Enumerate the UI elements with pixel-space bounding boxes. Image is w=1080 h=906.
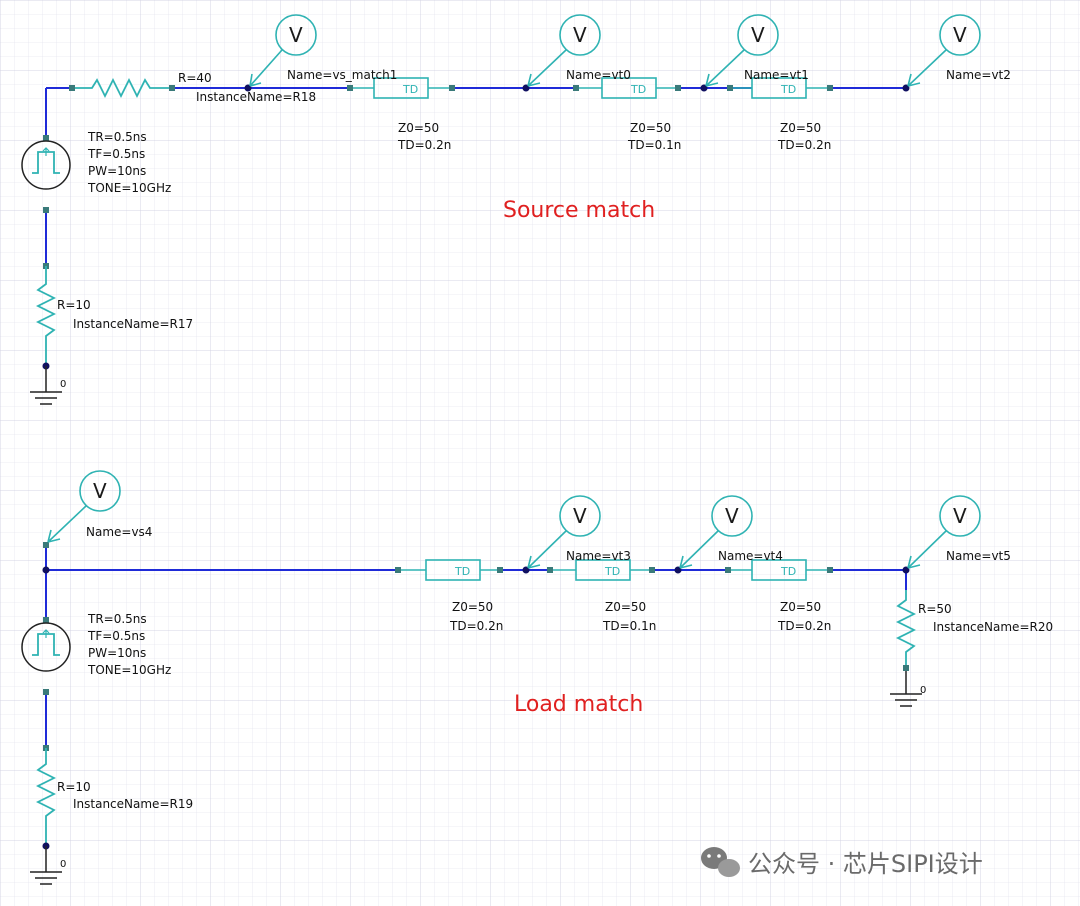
instance-name-label: InstanceName=R20 — [933, 620, 1053, 634]
td-label: TD=0.1n — [602, 619, 656, 633]
instance-name-label: InstanceName=R17 — [73, 317, 193, 331]
source-tone: TONE=10GHz — [87, 663, 171, 677]
probe-name-label: Name=vs4 — [86, 525, 152, 539]
voltage-probe-icon[interactable]: V — [47, 470, 121, 543]
instance-name-label: InstanceName=R18 — [196, 90, 316, 104]
probe-name-label: Name=vs_match1 — [287, 68, 397, 82]
probe-name-label: Name=vt2 — [946, 68, 1011, 82]
td-icon-text: TD — [780, 565, 796, 578]
voltage-probe-icon[interactable]: V — [522, 14, 601, 92]
section-caption: Source match — [503, 198, 655, 223]
td-icon-text: TD — [604, 565, 620, 578]
source-tf: TF=0.5ns — [87, 147, 145, 161]
td-icon-text: TD — [630, 83, 646, 96]
transmission-line-2[interactable]: TD — [573, 77, 681, 99]
ground-label: 0 — [60, 379, 66, 390]
probe-name-label: Name=vt5 — [946, 549, 1011, 563]
wechat-icon — [701, 847, 740, 877]
td-label: TD=0.2n — [777, 619, 831, 633]
probe-symbol: V — [93, 479, 107, 503]
resistor-r17[interactable] — [35, 263, 57, 366]
transmission-line-1[interactable]: TD — [395, 559, 503, 581]
watermark: 公众号 · 芯片SIPI设计 — [701, 847, 983, 878]
ground-icon — [890, 671, 922, 707]
source-pw: PW=10ns — [88, 646, 146, 660]
probe-name-label: Name=vt1 — [744, 68, 809, 82]
probe-symbol: V — [725, 504, 739, 528]
td-label: TD=0.2n — [397, 138, 451, 152]
voltage-probe-icon[interactable]: V — [700, 14, 779, 92]
resistor-r19[interactable] — [35, 745, 57, 846]
probe-symbol: V — [751, 23, 765, 47]
resistor-r20[interactable] — [895, 590, 917, 671]
probe-name-label: Name=vt0 — [566, 68, 631, 82]
ground-label: 0 — [920, 685, 926, 696]
section-caption: Load match — [514, 692, 643, 717]
voltage-probe-icon[interactable]: V — [902, 495, 981, 574]
z0-label: Z0=50 — [398, 121, 439, 135]
resistor-value-label: R=10 — [57, 780, 91, 794]
resistor-value-label: R=40 — [178, 71, 212, 85]
probe-symbol: V — [573, 504, 587, 528]
td-icon-text: TD — [780, 83, 796, 96]
resistor-value-label: R=50 — [918, 602, 952, 616]
td-label: TD=0.2n — [777, 138, 831, 152]
watermark-text: 公众号 · 芯片SIPI设计 — [748, 850, 983, 878]
ground-label: 0 — [60, 859, 66, 870]
probe-name-label: Name=vt4 — [718, 549, 783, 563]
probe-name-label: Name=vt3 — [566, 549, 631, 563]
td-icon-text: TD — [402, 83, 418, 96]
td-label: TD=0.1n — [627, 138, 681, 152]
probe-symbol: V — [289, 23, 303, 47]
load-match-section: TR=0.5ns TF=0.5ns PW=10ns TONE=10GHz R=1… — [21, 470, 1053, 885]
probe-symbol: V — [953, 504, 967, 528]
td-icon-text: TD — [454, 565, 470, 578]
transmission-line-2[interactable]: TD — [547, 559, 655, 581]
z0-label: Z0=50 — [630, 121, 671, 135]
z0-label: Z0=50 — [780, 600, 821, 614]
voltage-probe-icon[interactable]: V — [244, 14, 317, 92]
transmission-line-3[interactable]: TD — [727, 77, 833, 99]
transmission-line-3[interactable]: TD — [725, 559, 833, 581]
source-tr: TR=0.5ns — [87, 130, 147, 144]
resistor-value-label: R=10 — [57, 298, 91, 312]
z0-label: Z0=50 — [452, 600, 493, 614]
resistor-r18[interactable] — [69, 77, 175, 99]
td-label: TD=0.2n — [449, 619, 503, 633]
source-match-section: R=40 InstanceName=R18 TR=0.5ns TF=0.5ns … — [21, 14, 1011, 405]
source-tone: TONE=10GHz — [87, 181, 171, 195]
ground-icon — [30, 842, 62, 885]
z0-label: Z0=50 — [780, 121, 821, 135]
probe-symbol: V — [573, 23, 587, 47]
voltage-probe-icon[interactable]: V — [902, 14, 981, 92]
pulse-source-icon[interactable] — [21, 135, 71, 213]
probe-symbol: V — [953, 23, 967, 47]
z0-label: Z0=50 — [605, 600, 646, 614]
source-tr: TR=0.5ns — [87, 612, 147, 626]
ground-icon — [30, 362, 62, 405]
source-tf: TF=0.5ns — [87, 629, 145, 643]
transmission-line-1[interactable]: TD — [347, 77, 455, 99]
voltage-probe-icon[interactable]: V — [522, 495, 601, 574]
instance-name-label: InstanceName=R19 — [73, 797, 193, 811]
voltage-probe-icon[interactable]: V — [674, 495, 753, 574]
pulse-source-icon[interactable] — [21, 617, 71, 695]
source-pw: PW=10ns — [88, 164, 146, 178]
